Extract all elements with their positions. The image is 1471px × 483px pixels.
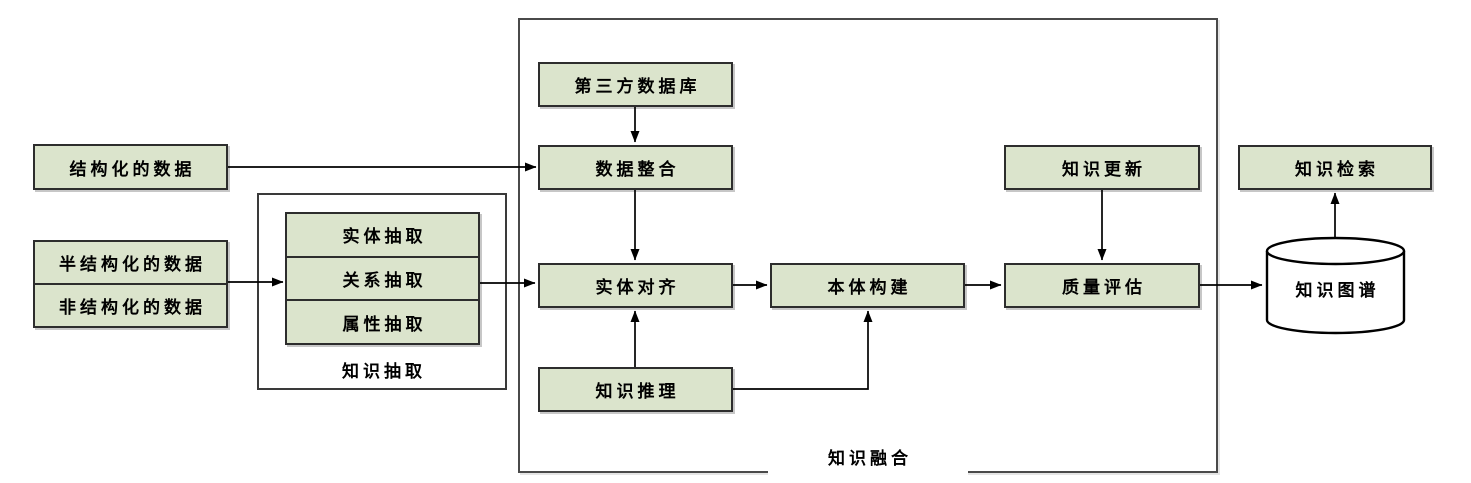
knowledge-graph-cylinder: 知识图谱 [1264, 236, 1407, 336]
node-structured-data: 结构化的数据 [33, 144, 228, 190]
arrow-reasoning-to-ontology [733, 310, 873, 390]
node-entity-extraction: 实体抽取 [342, 227, 427, 248]
node-third-party-database: 第三方数据库 [538, 62, 733, 107]
node-data-integration: 数据整合 [538, 145, 733, 190]
node-attribute-extraction: 属性抽取 [287, 299, 478, 343]
node-knowledge-reasoning: 知识推理 [538, 367, 733, 412]
node-knowledge-update: 知识更新 [1004, 145, 1200, 190]
node-quality-evaluation: 质量评估 [1004, 263, 1200, 308]
node-relation-extraction: 关系抽取 [287, 255, 478, 300]
node-unstructured-data: 非结构化的数据 [35, 283, 226, 326]
knowledge-fusion-label-wrap: 知识融合 [518, 441, 1218, 477]
node-entity-alignment: 实体对齐 [538, 263, 733, 308]
input-data-stack: 半结构化的数据 非结构化的数据 [33, 240, 228, 328]
node-knowledge-retrieval: 知识检索 [1238, 145, 1432, 190]
cylinder-shape [1265, 236, 1406, 335]
node-semi-structured-data: 半结构化的数据 [59, 255, 206, 275]
knowledge-extraction-stack: 实体抽取 关系抽取 属性抽取 [285, 212, 480, 345]
node-ontology-construction: 本体构建 [770, 263, 965, 308]
knowledge-fusion-label: 知识融合 [768, 441, 968, 477]
knowledge-extraction-label: 知识抽取 [342, 362, 426, 382]
knowledge-graph-label: 知识图谱 [1295, 281, 1380, 301]
